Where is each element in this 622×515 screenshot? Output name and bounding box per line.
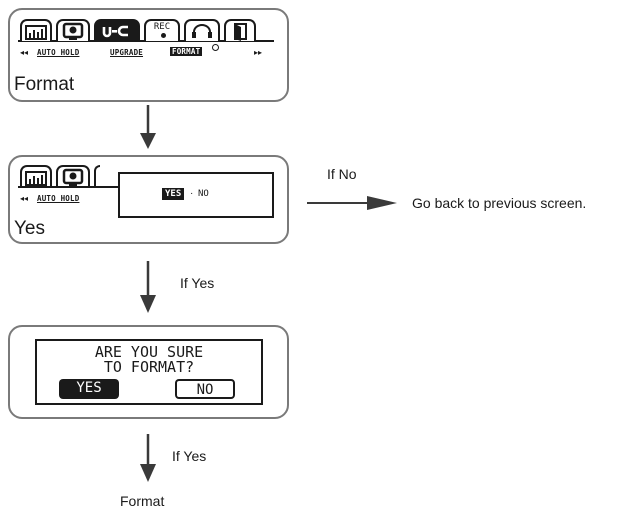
tab-rec[interactable]: REC xyxy=(144,19,180,41)
tab-baseline xyxy=(18,40,274,42)
tab-display-2 xyxy=(56,165,90,187)
if-yes-label-1: If Yes xyxy=(180,275,215,291)
final-format-label: Format xyxy=(120,493,165,509)
if-yes-label-2: If Yes xyxy=(172,448,207,464)
lcd-menu-screen: REC ◂◂ AUTO HOLD UPGRADE FORMAT ▸▸ xyxy=(18,16,274,72)
menu-item-upgrade[interactable]: UPGRADE xyxy=(110,48,144,57)
tab-exit[interactable] xyxy=(224,19,256,41)
confirm-line-1: ARE YOU SURE xyxy=(94,343,204,361)
tab-headphones[interactable] xyxy=(184,19,220,41)
display-icon xyxy=(62,168,84,186)
tab-fragment xyxy=(94,165,100,187)
rec-dot-icon xyxy=(161,33,166,38)
screen1-caption: Format xyxy=(14,74,75,95)
option-no[interactable]: NO xyxy=(198,189,209,199)
menu-item-auto-hold[interactable]: AUTO HOLD xyxy=(37,194,80,203)
screen-panel-are-you-sure: ARE YOU SURE TO FORMAT? YES NO xyxy=(8,325,289,419)
menu-left-arrow-icon[interactable]: ◂◂ xyxy=(20,194,29,203)
tab-settings[interactable] xyxy=(94,19,140,41)
headphones-icon xyxy=(192,24,212,38)
display-icon xyxy=(62,22,84,40)
settings-icon xyxy=(102,25,128,38)
menu-item-format[interactable]: FORMAT xyxy=(170,47,203,56)
lcd-confirm-screen: ARE YOU SURE TO FORMAT? YES NO xyxy=(35,339,263,405)
no-button[interactable]: NO xyxy=(175,379,235,399)
menu-left-arrow-icon[interactable]: ◂◂ xyxy=(20,48,29,57)
confirm-line-2: TO FORMAT? xyxy=(103,358,195,376)
if-no-label: If No xyxy=(327,166,357,182)
yes-button[interactable]: YES xyxy=(59,379,119,399)
screen-panel-confirm-select: ◂◂ AUTO HOLD YES · NO Yes xyxy=(8,155,289,244)
screen-panel-format-menu: REC ◂◂ AUTO HOLD UPGRADE FORMAT ▸▸ Forma… xyxy=(8,8,289,102)
door-icon xyxy=(234,23,247,41)
equalizer-icon xyxy=(25,25,47,40)
menu-right-arrow-icon[interactable]: ▸▸ xyxy=(254,48,263,57)
format-marker-icon xyxy=(212,44,219,51)
lcd-select-screen: ◂◂ AUTO HOLD YES · NO xyxy=(18,162,274,218)
rec-label: REC xyxy=(153,22,171,32)
yes-no-popup: YES · NO xyxy=(118,172,274,218)
tab-equalizer-2 xyxy=(20,165,52,187)
flow-arrow-2 xyxy=(140,261,156,313)
menu-item-auto-hold[interactable]: AUTO HOLD xyxy=(37,48,80,57)
tab-baseline-2 xyxy=(18,186,118,188)
flow-arrow-3 xyxy=(140,434,156,482)
option-separator: · xyxy=(190,188,194,199)
tab-equalizer[interactable] xyxy=(20,19,52,41)
go-back-label: Go back to previous screen. xyxy=(412,195,587,211)
flow-arrow-if-no xyxy=(307,196,397,210)
screen2-caption: Yes xyxy=(14,218,45,239)
flow-arrow-1 xyxy=(140,105,156,149)
equalizer-icon xyxy=(25,171,47,186)
tab-display[interactable] xyxy=(56,19,90,41)
option-yes[interactable]: YES xyxy=(162,188,185,200)
